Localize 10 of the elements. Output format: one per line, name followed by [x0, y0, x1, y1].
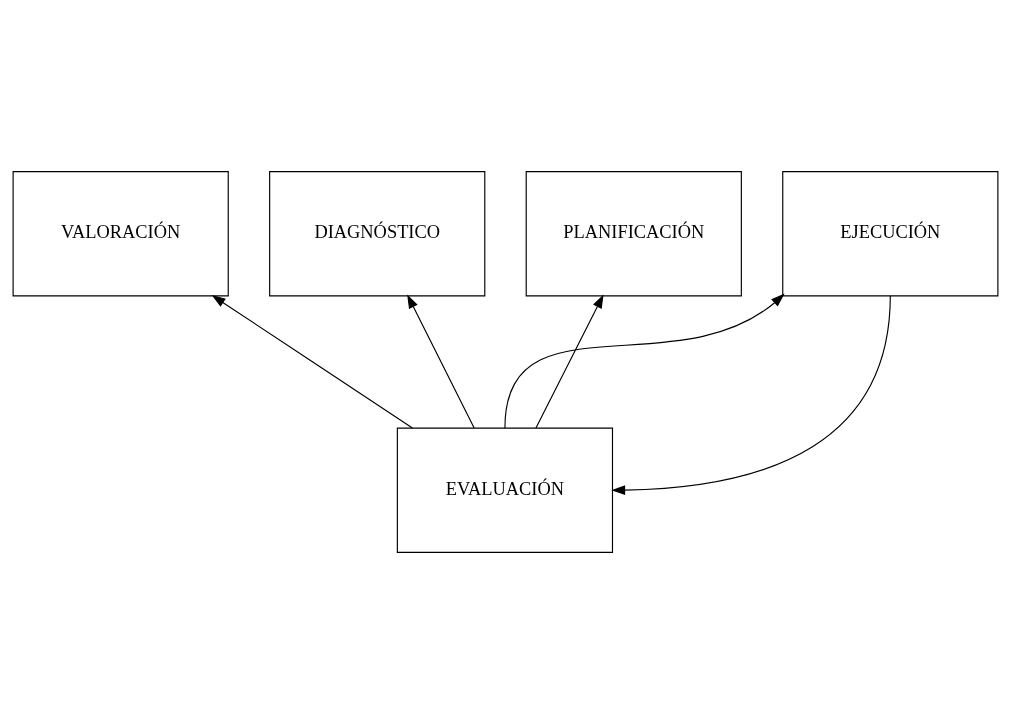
node-box: EJECUCIÓN: [782, 170, 999, 296]
node-box: VALORACIÓN: [12, 170, 229, 296]
arrow: [611, 294, 891, 495]
arrow: [407, 293, 475, 428]
arrow: [504, 293, 785, 429]
arrow: [211, 294, 413, 428]
node-box: PLANIFICACIÓN: [525, 170, 742, 296]
arrow: [535, 293, 604, 428]
node-box: EVALUACIÓN: [396, 427, 614, 553]
node-box: DIAGNÓSTICO: [269, 170, 486, 296]
